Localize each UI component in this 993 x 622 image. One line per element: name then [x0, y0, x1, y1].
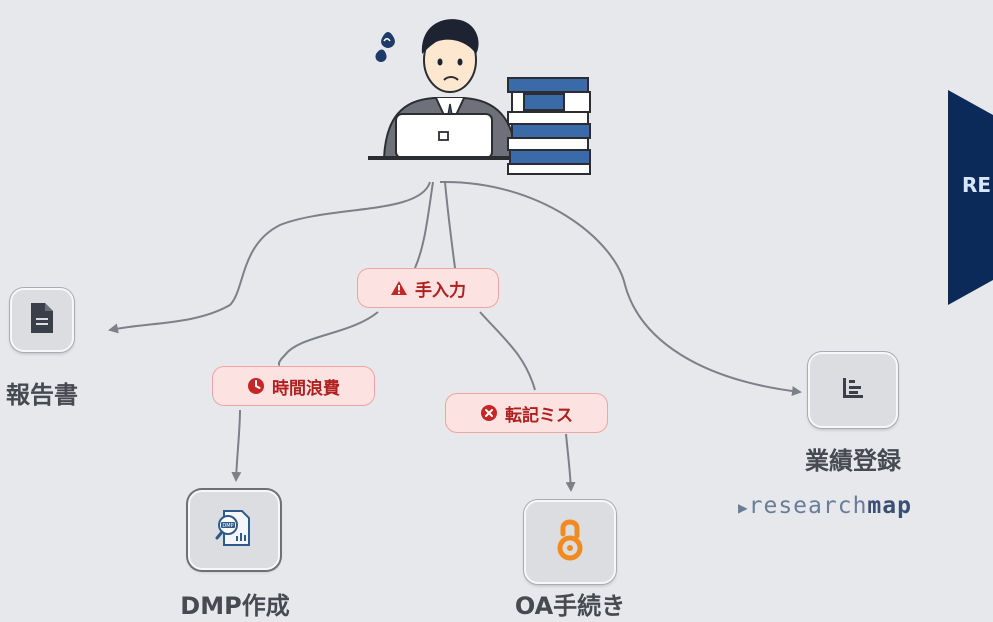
warning-manual-input-badge: 手入力	[357, 268, 499, 308]
edge-manual-right	[444, 181, 456, 269]
oa-label: OA手続き	[514, 592, 626, 620]
oa-node	[524, 500, 616, 584]
edge-to-report	[108, 181, 431, 334]
report-node	[10, 288, 74, 352]
x-circle-icon	[480, 404, 498, 422]
warning-triangle-icon	[390, 280, 408, 296]
report-label: 報告書	[6, 381, 78, 409]
achievement-node	[808, 352, 898, 428]
brand-suffix: map	[867, 493, 912, 519]
achievement-label: 業績登録	[805, 447, 901, 475]
edge-time-to-dmp	[231, 409, 242, 482]
dmp-node: DMP	[188, 490, 280, 570]
banner-text: RE	[962, 173, 992, 197]
edge-to-manual	[414, 181, 434, 269]
edge-error-to-oa	[565, 433, 576, 492]
play-triangle-icon: ▶	[738, 498, 749, 517]
warning-time-waste-badge: 時間浪費	[212, 366, 375, 406]
clock-icon	[247, 377, 265, 395]
right-arrow-banner	[948, 90, 993, 305]
edge-manual-to-error	[479, 311, 536, 391]
bar-chart-icon	[841, 376, 865, 404]
dmp-label: DMP作成	[180, 592, 290, 620]
warning-time-waste-text: 時間浪費	[272, 378, 340, 399]
researchmap-logo: ▶researchmap	[738, 493, 912, 519]
document-icon	[29, 301, 55, 339]
brand-prefix: research	[748, 493, 868, 519]
dmp-document-search-icon: DMP	[214, 508, 254, 552]
warning-transcription-error-badge: 転記ミス	[445, 393, 608, 433]
svg-text:DMP: DMP	[222, 523, 233, 529]
warning-manual-input-text: 手入力	[415, 280, 466, 301]
edge-manual-to-time	[277, 311, 379, 366]
stressed-worker-illustration	[368, 19, 591, 175]
edge-to-achievement	[439, 180, 802, 397]
warning-transcription-error-text: 転記ミス	[505, 405, 573, 426]
open-access-icon	[553, 518, 587, 566]
